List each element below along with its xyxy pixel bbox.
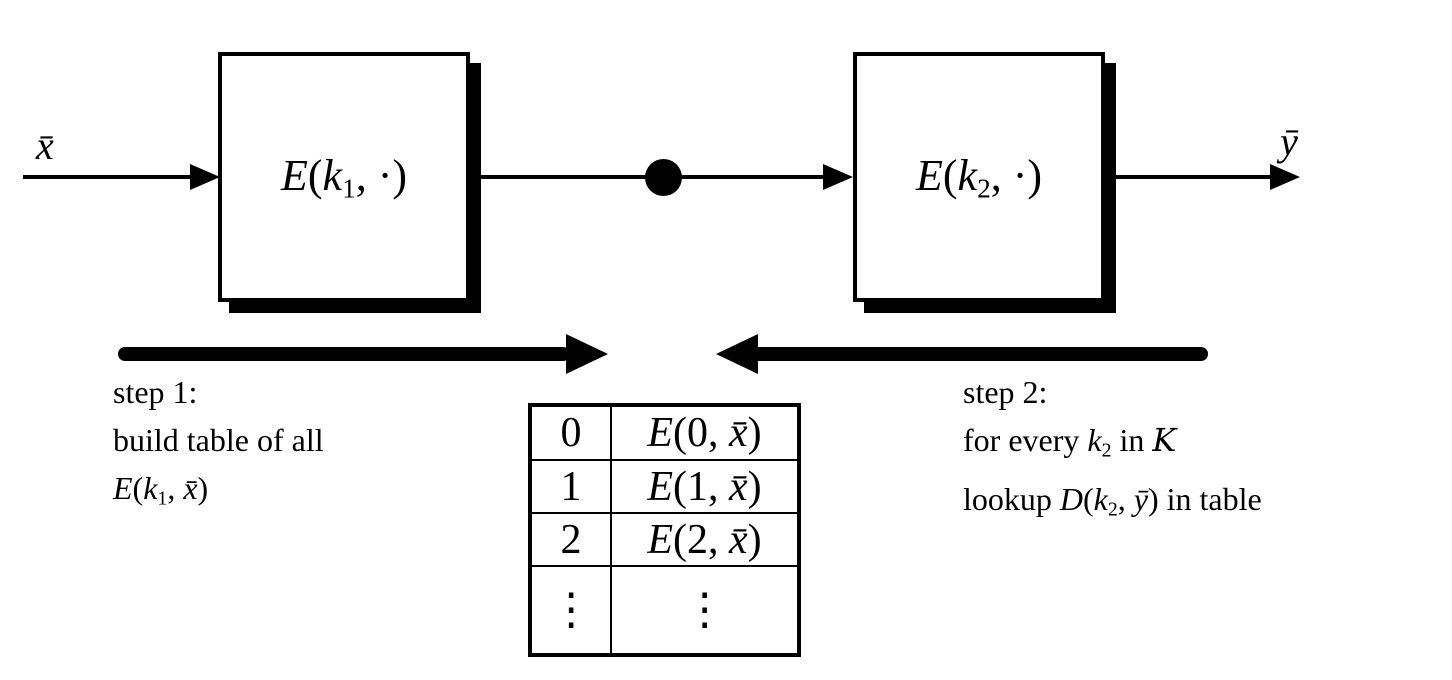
lookup-table: 0 E(0, x̄) 1 E(1, x̄) 2 E(2, x̄) ⋮ ⋮ — [528, 403, 801, 657]
output-arrow-line — [1103, 175, 1272, 179]
junction-dot — [645, 159, 682, 196]
step2-arrow-shaft — [752, 347, 1208, 361]
input-label: x̄ — [36, 123, 54, 168]
output-arrowhead-icon — [1270, 164, 1300, 190]
table-row: 2 E(2, x̄) — [529, 512, 800, 568]
output-label: ȳ — [1280, 119, 1298, 164]
encryption-box-1-label: E(k1, ·) — [280, 150, 408, 204]
step1-arrowhead-icon — [566, 334, 608, 374]
encryption-box-2-label: E(k2, ·) — [915, 150, 1043, 204]
step1-caption: step 1: build table of all E(k1, x̄) — [113, 368, 324, 523]
step2-caption: step 2: for every k2 in K lookup D(k2, ȳ… — [963, 368, 1262, 533]
step1-caption-line-1: step 1: — [113, 374, 198, 410]
table-row: 1 E(1, x̄) — [529, 459, 800, 515]
encryption-box-1: E(k1, ·) — [218, 52, 470, 302]
middle-arrowhead-icon — [823, 164, 853, 190]
step2-caption-line-2: for every k2 in K — [963, 421, 1177, 462]
table-value-cell: E(0, x̄) — [610, 403, 800, 462]
table-key-cell: 2 — [529, 512, 612, 568]
table-key-cell: 0 — [529, 403, 612, 462]
table-value-cell: ⋮ — [610, 565, 800, 656]
table-value-cell: E(2, x̄) — [610, 512, 800, 568]
encryption-box-2: E(k2, ·) — [853, 52, 1105, 302]
table-row: 0 E(0, x̄) — [529, 403, 800, 462]
step1-caption-line-2: build table of all — [113, 422, 324, 458]
step1-arrow-shaft — [118, 347, 570, 361]
input-arrow-line — [23, 175, 192, 179]
step2-caption-line-3: lookup D(k2, ȳ) in table — [963, 480, 1262, 521]
table-key-cell: ⋮ — [529, 565, 612, 656]
step1-caption-line-3: E(k1, x̄) — [113, 470, 209, 510]
table-key-cell: 1 — [529, 459, 612, 515]
table-value-cell: E(1, x̄) — [610, 459, 800, 515]
step2-caption-line-1: step 2: — [963, 374, 1048, 410]
table-row: ⋮ ⋮ — [529, 565, 800, 656]
input-arrowhead-icon — [190, 164, 220, 190]
